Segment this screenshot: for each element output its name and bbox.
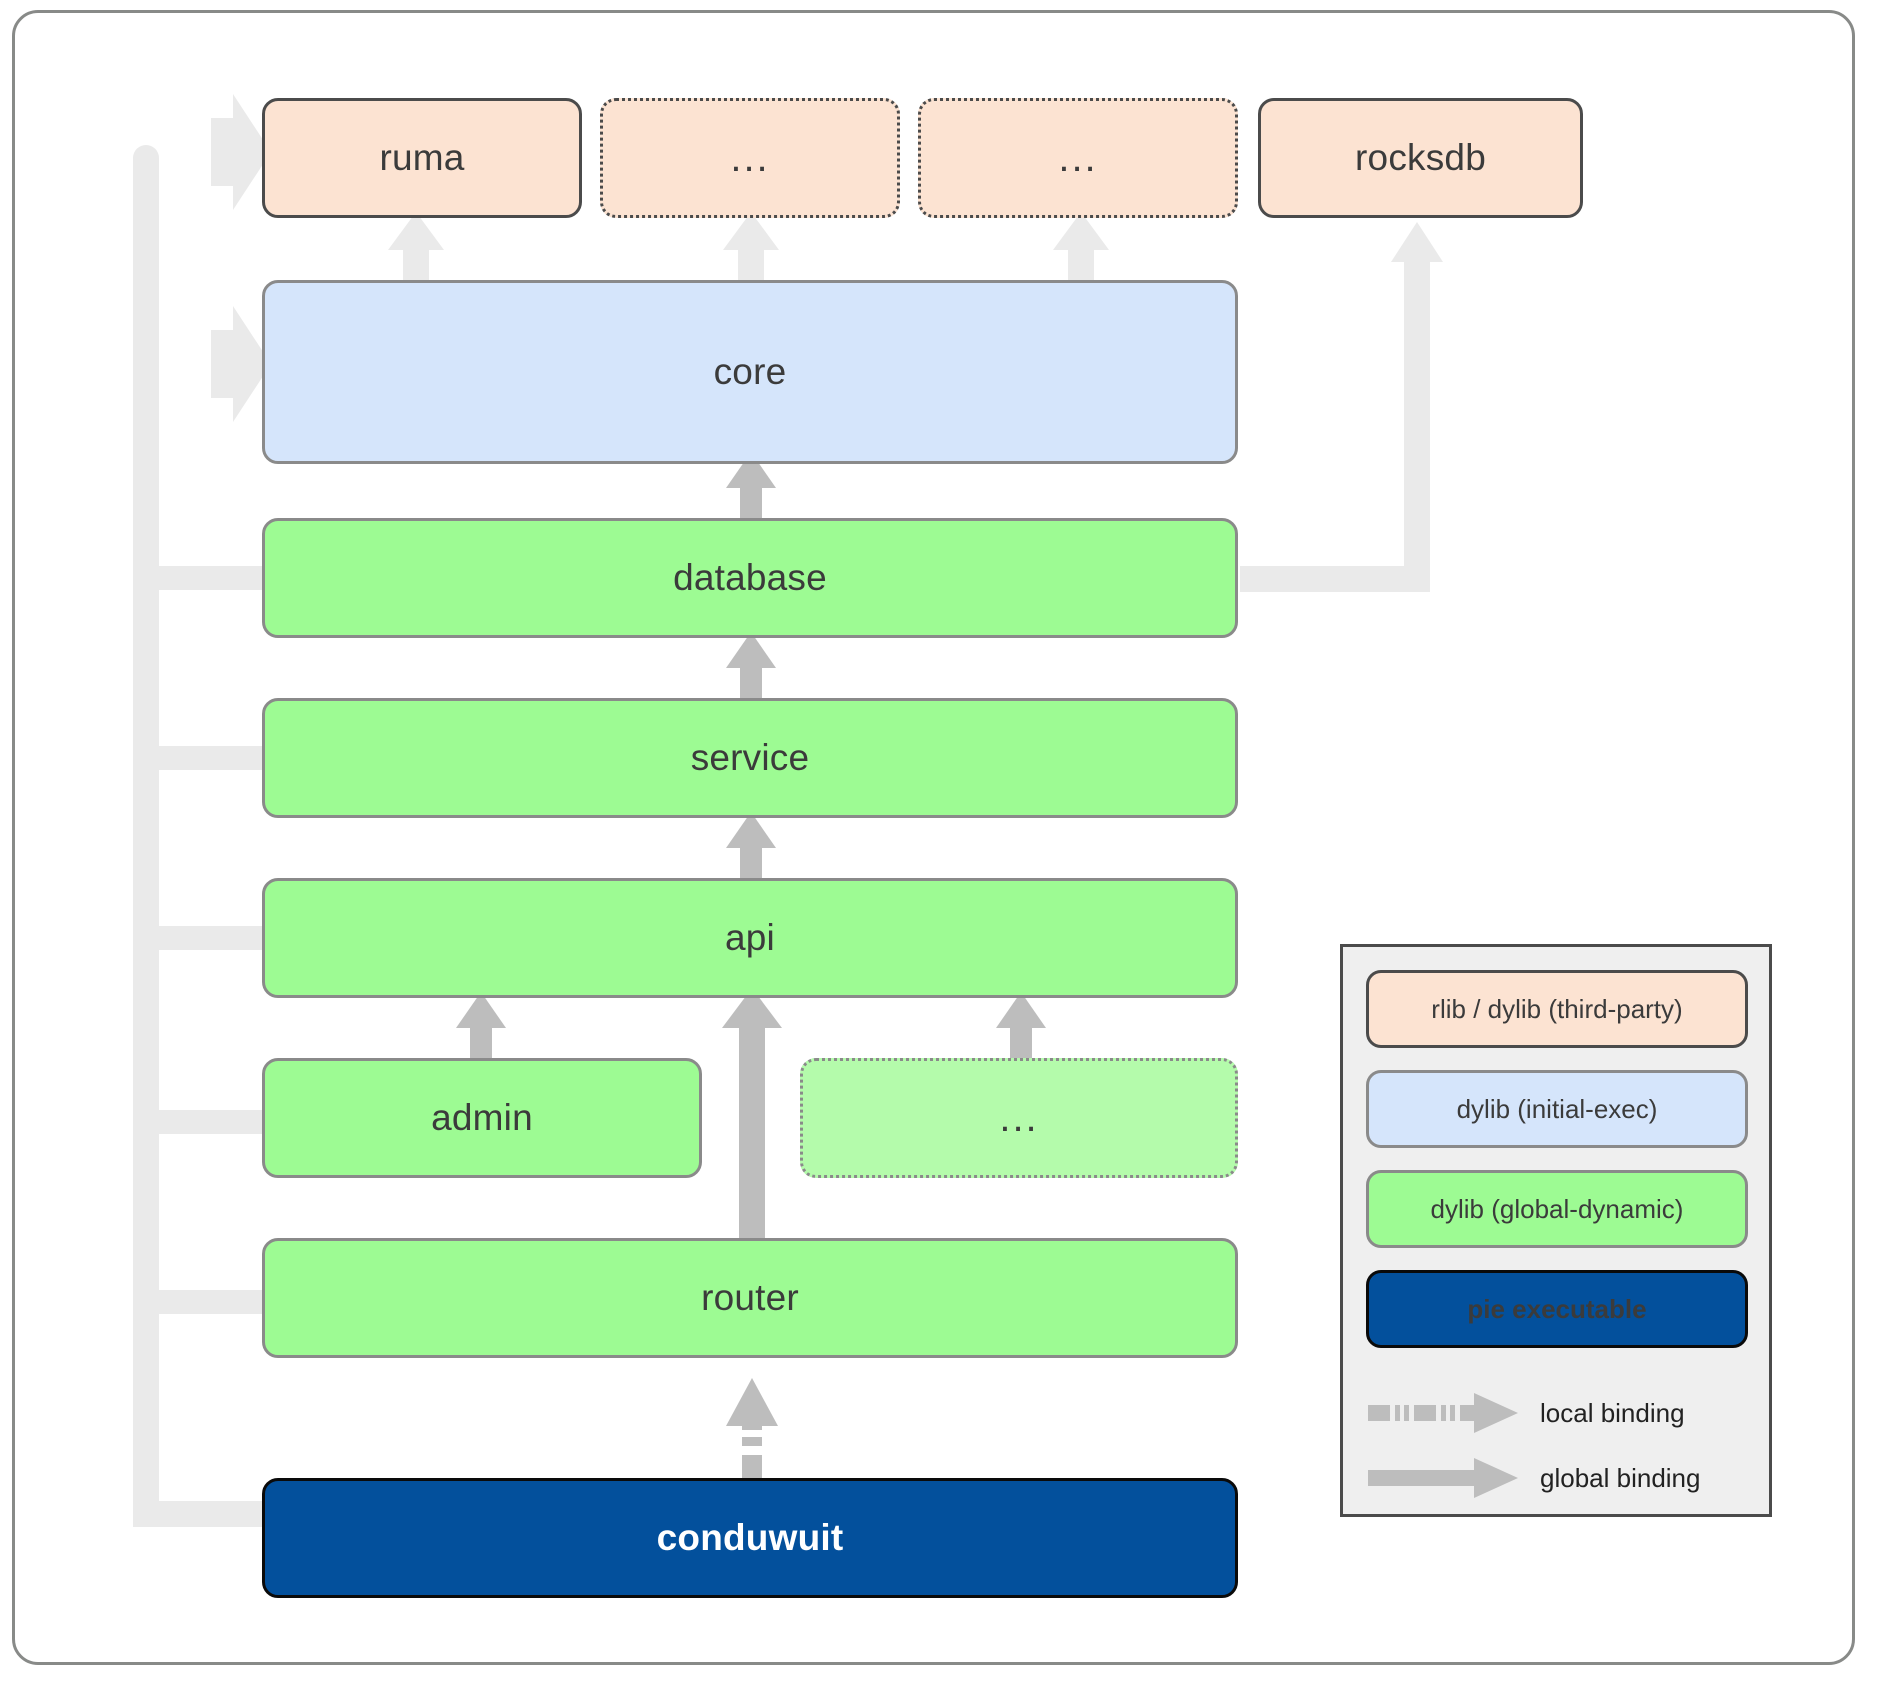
node-core-label: core — [713, 351, 787, 392]
local-binding-branch-api — [155, 926, 273, 950]
arrow-api-to-service — [726, 812, 776, 885]
arrow-extra-to-api — [996, 992, 1046, 1065]
arrow-database-to-core — [726, 452, 776, 525]
node-api-label: api — [725, 917, 775, 958]
local-binding-arrow-icon — [1368, 1393, 1518, 1433]
node-core[interactable]: core — [262, 280, 1238, 464]
node-extra-label: ... — [999, 1096, 1039, 1140]
node-rocksdb-label: rocksdb — [1355, 137, 1486, 178]
legend-swatch-initial-exec: dylib (initial-exec) — [1366, 1070, 1748, 1148]
arrowhead-database-to-rocksdb — [1391, 222, 1443, 262]
legend-swatch-third-party: rlib / dylib (third-party) — [1366, 970, 1748, 1048]
local-binding-branch-conduwuit — [133, 1501, 273, 1527]
global-binding-arrow-icon — [1368, 1458, 1518, 1498]
database-to-rocksdb-horizontal — [1240, 566, 1430, 592]
local-binding-branch-database — [155, 566, 273, 590]
node-ruma[interactable]: ruma — [262, 98, 582, 218]
node-router[interactable]: router — [262, 1238, 1238, 1358]
legend-label-initial-exec: dylib (initial-exec) — [1456, 1093, 1658, 1124]
arrow-core-to-third-b — [1053, 212, 1109, 290]
legend-label-global-binding: global binding — [1540, 1462, 1701, 1493]
node-router-label: router — [701, 1277, 799, 1318]
local-binding-branch-service — [155, 746, 273, 770]
arrowhead-local-core — [211, 306, 271, 422]
node-service-label: service — [690, 737, 810, 778]
legend-label-pie-executable: pie executable — [1467, 1293, 1647, 1324]
arrow-service-to-database — [726, 632, 776, 705]
arrow-router-to-api — [722, 988, 782, 1240]
legend-label-third-party: rlib / dylib (third-party) — [1431, 993, 1683, 1024]
node-admin-label: admin — [431, 1097, 533, 1138]
legend-label-local-binding: local binding — [1540, 1397, 1685, 1428]
node-rocksdb[interactable]: rocksdb — [1258, 98, 1583, 218]
legend-row-global-binding: global binding — [1366, 1447, 1752, 1509]
node-api[interactable]: api — [262, 878, 1238, 998]
arrow-admin-to-api — [456, 992, 506, 1065]
node-conduwuit-label: conduwuit — [656, 1517, 844, 1558]
arrow-core-to-third-a — [723, 212, 779, 290]
legend-swatch-global-dynamic: dylib (global-dynamic) — [1366, 1170, 1748, 1248]
legend-row-local-binding: local binding — [1366, 1382, 1752, 1444]
local-binding-trunk-vertical — [133, 145, 159, 1527]
arrowhead-local-ruma — [211, 94, 271, 210]
node-admin[interactable]: admin — [262, 1058, 702, 1178]
node-third-a[interactable]: ... — [600, 98, 900, 218]
node-third-a-label: ... — [730, 136, 770, 180]
node-conduwuit[interactable]: conduwuit — [262, 1478, 1238, 1598]
database-to-rocksdb-vertical — [1404, 250, 1430, 580]
legend-label-global-dynamic: dylib (global-dynamic) — [1430, 1193, 1684, 1224]
arrow-conduwuit-to-router — [726, 1378, 778, 1483]
legend-swatch-pie-executable: pie executable — [1366, 1270, 1748, 1348]
arrow-core-to-ruma — [388, 212, 444, 290]
local-binding-branch-router — [155, 1290, 273, 1314]
node-service[interactable]: service — [262, 698, 1238, 818]
legend-panel: rlib / dylib (third-party) dylib (initia… — [1340, 944, 1772, 1517]
node-third-b[interactable]: ... — [918, 98, 1238, 218]
local-binding-branch-admin — [155, 1110, 273, 1134]
node-ruma-label: ruma — [379, 137, 465, 178]
node-database[interactable]: database — [262, 518, 1238, 638]
node-third-b-label: ... — [1058, 136, 1098, 180]
node-extra[interactable]: ... — [800, 1058, 1238, 1178]
node-database-label: database — [673, 557, 827, 598]
